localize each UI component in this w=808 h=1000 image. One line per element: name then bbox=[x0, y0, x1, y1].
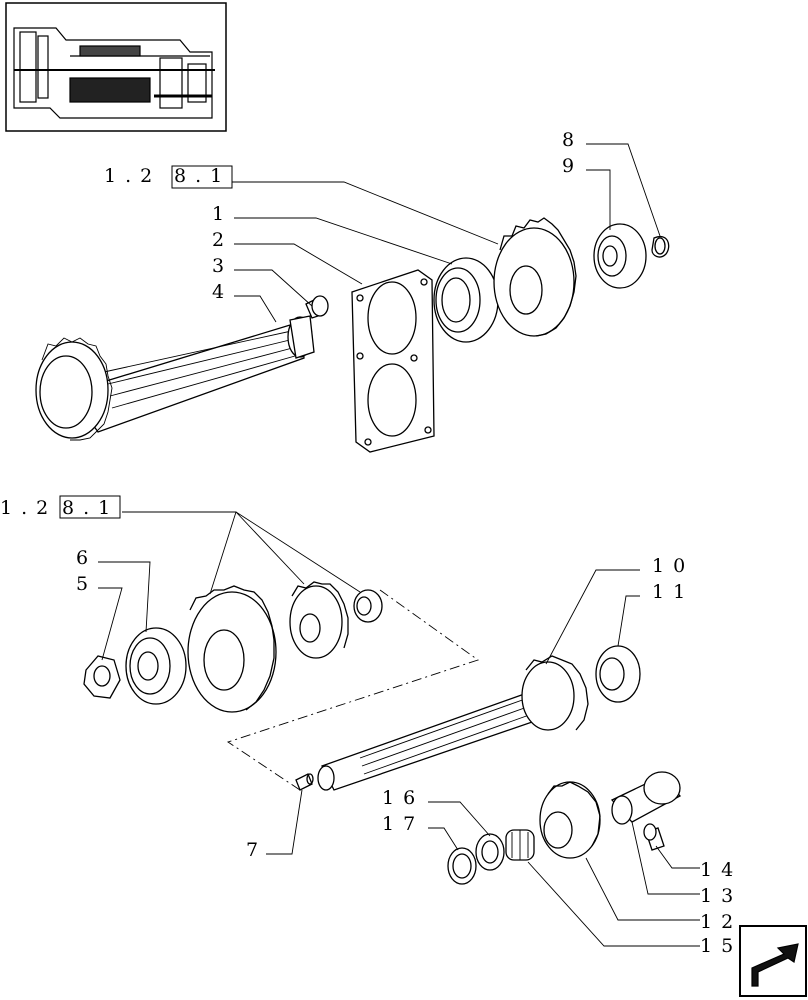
label-part-5: 5 bbox=[76, 573, 97, 595]
transmission-overview-thumbnail[interactable] bbox=[5, 2, 227, 132]
input-shaft-part-4 bbox=[35, 315, 315, 441]
bearing-part-9 bbox=[593, 223, 647, 289]
needle-bearing-part-15 bbox=[505, 829, 535, 861]
label-part-17: 17 bbox=[382, 813, 424, 835]
bearing-part-1 bbox=[433, 257, 499, 343]
label-part-8: 8 bbox=[562, 129, 583, 151]
label-part-7: 7 bbox=[246, 839, 267, 861]
pivot-shaft-part-13 bbox=[610, 771, 682, 825]
bearing-part-6 bbox=[125, 627, 187, 705]
gear-large-middle bbox=[187, 585, 277, 713]
label-part-6: 6 bbox=[76, 547, 97, 569]
label-part-4: 4 bbox=[212, 281, 233, 303]
label-part-2: 2 bbox=[212, 229, 233, 251]
gear-part-12 bbox=[539, 781, 601, 859]
cover-plate-part-2 bbox=[351, 269, 435, 453]
output-shaft-part-10 bbox=[317, 655, 589, 791]
reference-top[interactable]: 1.2 8.1 bbox=[104, 165, 233, 189]
bearing-part-11 bbox=[595, 645, 641, 703]
label-part-3: 3 bbox=[212, 255, 233, 277]
label-part-12: 12 bbox=[700, 911, 742, 933]
next-page-arrow-icon[interactable] bbox=[739, 925, 807, 997]
washer-part-17 bbox=[447, 847, 477, 885]
reference-middle[interactable]: 1.2 8.1 bbox=[0, 495, 121, 519]
label-part-11: 11 bbox=[652, 581, 694, 603]
pin-part-7 bbox=[295, 773, 314, 791]
label-part-10: 10 bbox=[652, 555, 694, 577]
reference-top-prefix: 1.2 bbox=[104, 165, 161, 187]
snap-ring-part-8 bbox=[651, 235, 670, 258]
bolt-part-3 bbox=[305, 295, 329, 319]
bushing-middle bbox=[353, 589, 383, 623]
reference-middle-prefix: 1.2 bbox=[0, 497, 57, 519]
bolt-part-14 bbox=[643, 823, 665, 851]
gear-small-middle bbox=[289, 581, 349, 659]
label-part-14: 14 bbox=[700, 859, 742, 881]
label-part-13: 13 bbox=[700, 885, 742, 907]
leader-lines bbox=[98, 143, 700, 947]
label-part-1: 1 bbox=[212, 203, 233, 225]
label-part-9: 9 bbox=[562, 155, 583, 177]
driven-gear-top bbox=[493, 217, 577, 337]
reference-middle-box-text: 8.1 bbox=[62, 497, 119, 519]
washer-part-16 bbox=[475, 833, 505, 871]
label-part-16: 16 bbox=[382, 787, 424, 809]
reference-top-box-text: 8.1 bbox=[174, 165, 231, 187]
label-part-15: 15 bbox=[700, 935, 742, 957]
nut-part-5 bbox=[83, 655, 121, 699]
